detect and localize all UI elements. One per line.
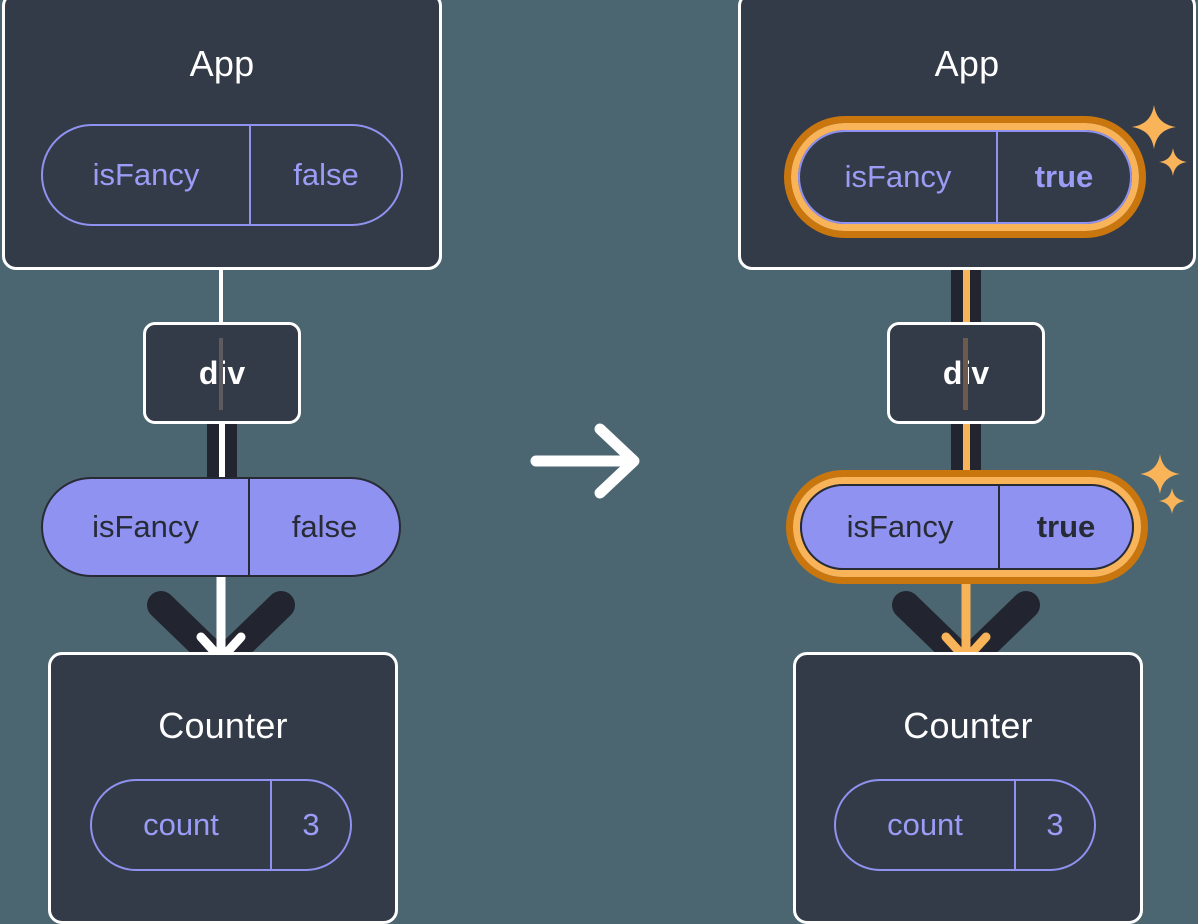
connector-app-to-div-left [219,262,223,324]
counter-state-pill-name-right: count [887,807,963,842]
flow-line-inner-left [219,422,225,484]
counter-state-pill-name-left: count [143,807,219,842]
props-pill-name-left: isFancy [92,509,199,544]
sparkle-icon-large-top-right [1132,105,1176,149]
highlight-ring-props-right [786,470,1148,584]
props-pill-left[interactable]: isFancy false [41,477,401,577]
app-state-pill-name-left: isFancy [92,157,200,192]
flow-line-dark-right-d [968,422,981,484]
counter-state-pill-right[interactable]: count 3 [834,779,1096,871]
counter-state-pill-value-left: 3 [270,781,350,869]
app-title-right: App [934,43,1000,84]
props-pill-value-right: true [998,486,1132,568]
highlight-ring-app-state-right [784,116,1146,238]
sparkle-icon-large-mid-right [1140,454,1180,494]
app-state-pill-name-right: isFancy [844,159,952,194]
flow-line-inner-right-mid [963,422,970,484]
flow-line-through-div-left [219,338,223,410]
app-title-left: App [189,43,255,84]
flow-line-dark-left-a [207,422,220,484]
flow-line-dark-right-c [951,422,964,484]
sparkle-icon-small-mid-right [1159,488,1185,514]
flow-line-through-div-right [963,338,968,410]
counter-title-right: Counter [903,705,1033,746]
flow-line-dark-left-b [224,422,237,484]
app-state-pill-left[interactable]: isFancy false [41,124,403,226]
counter-state-pill-value-right: 3 [1014,781,1094,869]
counter-title-left: Counter [158,705,288,746]
app-state-pill-right[interactable]: isFancy true [798,130,1132,224]
flow-line-inner-right-top [963,228,970,328]
app-state-pill-value-right: true [996,132,1130,222]
app-state-pill-value-left: false [249,126,401,224]
transition-arrow-icon [530,423,640,499]
props-pill-right[interactable]: isFancy true [800,484,1134,570]
sparkle-icon-small-top-right [1159,148,1187,176]
props-pill-name-right: isFancy [846,509,954,544]
counter-state-pill-left[interactable]: count 3 [90,779,352,871]
props-pill-value-left: false [248,479,399,575]
